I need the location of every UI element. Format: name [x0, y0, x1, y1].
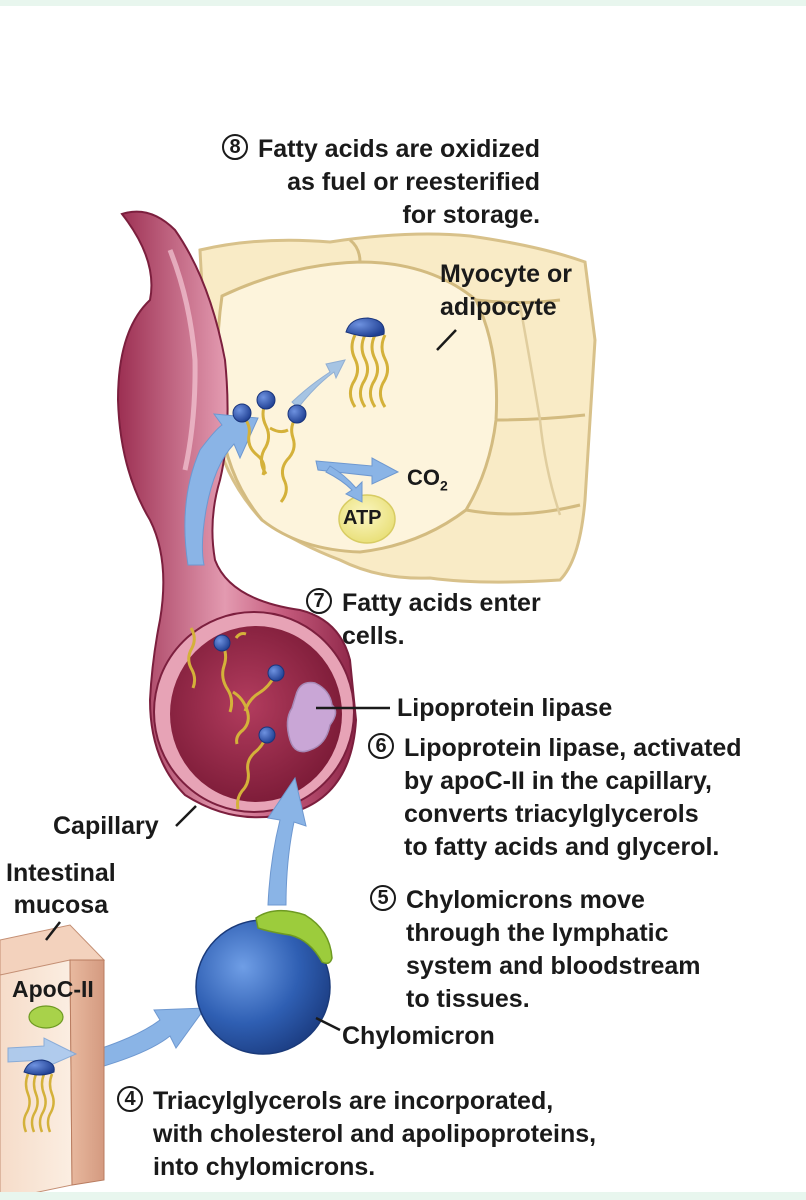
- cell-label-line-2: adipocyte: [440, 293, 557, 321]
- intestinal-mucosa-label: Intestinal mucosa: [6, 857, 116, 921]
- leader-chylomicron: [315, 1016, 341, 1032]
- step-4-line-2: with cholesterol and apolipoproteins,: [153, 1120, 597, 1148]
- step-8: 8 Fatty acids are oxidized as fuel or re…: [222, 133, 540, 232]
- chylomicron: [195, 909, 333, 1055]
- leader-lines: [45, 329, 457, 1032]
- lipoprotein-lipase-blob: [286, 681, 337, 753]
- step-6-text: Lipoprotein lipase, activated by apoC-II…: [404, 732, 742, 864]
- cell-fatty-acid-heads: [232, 317, 385, 424]
- leader-mucosa: [45, 921, 61, 941]
- arrow-to-storage: [291, 359, 346, 409]
- step-7: 7 Fatty acids enter cells.: [306, 587, 541, 653]
- cell-label-line-1: Myocyte or: [440, 260, 572, 288]
- co2-subscript: 2: [440, 477, 448, 494]
- intestinal-mucosa-block: [0, 924, 106, 1200]
- arrow-from-mucosa: [101, 1007, 207, 1067]
- step-6: 6 Lipoprotein lipase, activated by apoC-…: [368, 732, 742, 864]
- chylomicron-apoc-cap: [255, 909, 333, 965]
- atp-label: ATP: [343, 507, 382, 529]
- mucosa-arrow: [7, 1037, 78, 1069]
- step-7-line-1: Fatty acids enter: [342, 589, 541, 617]
- step-4-line-1: Triacylglycerols are incorporated,: [153, 1087, 554, 1115]
- cell-label: Myocyte or adipocyte: [440, 258, 572, 324]
- capillary-fatty-acids: [187, 627, 277, 810]
- step-4-number: 4: [117, 1086, 143, 1112]
- step-4-line-3: into chylomicrons.: [153, 1153, 376, 1181]
- co2-text: CO: [407, 465, 440, 490]
- capillary-highlight: [167, 249, 198, 471]
- step-8-line-2: as fuel or reesterified: [287, 168, 541, 196]
- step-7-number: 7: [306, 588, 332, 614]
- arrow-to-atp: [325, 465, 363, 503]
- step-7-text: Fatty acids enter cells.: [342, 587, 541, 653]
- mucosa-fatty-acids: [22, 1073, 55, 1133]
- bottom-border: [0, 1192, 806, 1200]
- cell-border-mid: [518, 304, 562, 516]
- mucosa-label-line-2: mucosa: [13, 891, 109, 919]
- step-8-text: Fatty acids are oxidized as fuel or rees…: [258, 133, 540, 232]
- mucosa-label-line-1: Intestinal: [6, 859, 116, 887]
- mucosa-side: [69, 959, 105, 1186]
- atp-circle: [338, 494, 396, 544]
- co2-label: CO2: [407, 462, 448, 501]
- glycerol-head: [345, 317, 385, 338]
- step-8-line-3: for storage.: [402, 201, 541, 229]
- arrow-into-capillary: [267, 776, 307, 906]
- capillary-lumen: [170, 626, 342, 802]
- step-5: 5 Chylomicrons move through the lymphati…: [370, 884, 701, 1016]
- capillary-label: Capillary: [53, 812, 159, 840]
- step-5-line-3: system and bloodstream: [406, 952, 701, 980]
- step-8-line-1: Fatty acids are oxidized: [258, 135, 541, 163]
- step-6-number: 6: [368, 733, 394, 759]
- cell-fatty-acids: [240, 334, 390, 503]
- leader-cell: [436, 329, 457, 351]
- leader-capillary: [175, 805, 197, 827]
- mucosa-apoc-protein: [28, 1005, 64, 1029]
- step-5-line-2: through the lymphatic: [406, 919, 669, 947]
- step-4-text: Triacylglycerols are incorporated, with …: [153, 1085, 596, 1184]
- step-6-line-4: to fatty acids and glycerol.: [404, 833, 720, 861]
- cell-cluster: [198, 232, 597, 584]
- step-6-line-1: Lipoprotein lipase, activated: [404, 734, 742, 762]
- chylomicron-label: Chylomicron: [342, 1022, 495, 1050]
- lipoprotein-lipase-label: Lipoprotein lipase: [397, 694, 613, 722]
- step-6-line-3: converts triacylglycerols: [404, 800, 699, 828]
- capillary-fatty-acid-heads: [213, 634, 285, 744]
- step-4: 4 Triacylglycerols are incorporated, wit…: [117, 1085, 596, 1184]
- step-8-number: 8: [222, 134, 248, 160]
- step-5-number: 5: [370, 885, 396, 911]
- step-7-line-2: cells.: [342, 622, 405, 650]
- step-6-line-2: by apoC-II in the capillary,: [404, 767, 712, 795]
- step-5-line-1: Chylomicrons move: [406, 886, 645, 914]
- step-5-line-4: to tissues.: [406, 985, 530, 1013]
- top-border: [0, 0, 806, 6]
- mucosa-glycerol-head: [23, 1059, 55, 1076]
- apoc-ii-label: ApoC-II: [12, 976, 94, 1002]
- step-5-text: Chylomicrons move through the lymphatic …: [406, 884, 701, 1016]
